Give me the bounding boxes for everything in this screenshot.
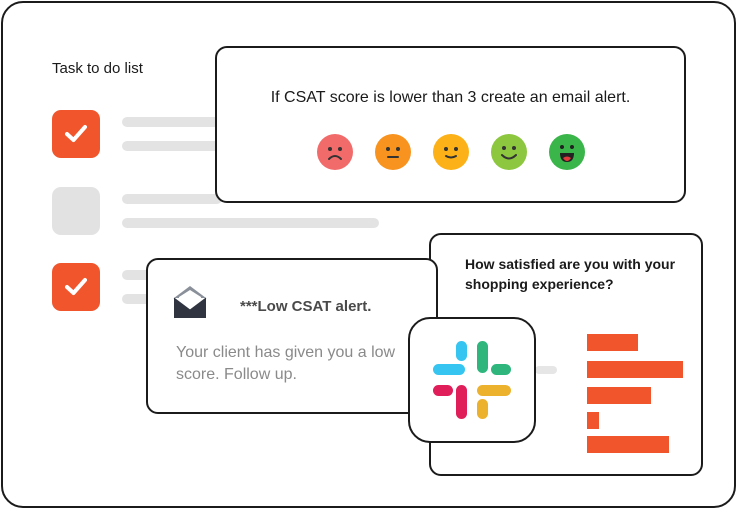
- slack-logo-icon: [433, 341, 511, 419]
- envelope-icon: [173, 286, 207, 318]
- checkmark-icon: [65, 278, 87, 295]
- neutral-face-icon[interactable]: [375, 134, 411, 170]
- slack-integration-tile[interactable]: [408, 317, 536, 443]
- grin-face-icon[interactable]: [549, 134, 585, 170]
- task-checkbox-2[interactable]: [52, 187, 100, 235]
- task-checkbox-3[interactable]: [52, 263, 100, 311]
- task-line: [122, 294, 162, 304]
- task-checkbox-1[interactable]: [52, 110, 100, 158]
- task-line: [122, 194, 222, 204]
- sad-face-icon[interactable]: [317, 134, 353, 170]
- rating-bar: [587, 412, 599, 429]
- rating-bar: [587, 334, 638, 351]
- checkmark-icon: [65, 125, 87, 142]
- rating-bar: [587, 387, 651, 404]
- smile-face-icon[interactable]: [491, 134, 527, 170]
- survey-question: How satisfied are you with your shopping…: [465, 256, 676, 292]
- task-line: [122, 141, 222, 151]
- alert-title: ***Low CSAT alert.: [240, 298, 372, 315]
- rating-bar: [587, 436, 669, 453]
- csat-rule-text: If CSAT score is lower than 3 create an …: [270, 89, 631, 106]
- alert-message: Your client has given you a low score. F…: [176, 344, 396, 383]
- task-line: [122, 270, 162, 280]
- slight-smile-face-icon[interactable]: [433, 134, 469, 170]
- csat-rule-card: If CSAT score is lower than 3 create an …: [215, 46, 686, 203]
- task-line: [122, 218, 379, 228]
- task-list-title: Task to do list: [52, 60, 143, 77]
- task-line: [122, 117, 222, 127]
- low-csat-alert-card: ***Low CSAT alert. Your client has given…: [146, 258, 438, 414]
- rating-bar: [587, 361, 683, 378]
- chart-axis-line: [535, 366, 557, 374]
